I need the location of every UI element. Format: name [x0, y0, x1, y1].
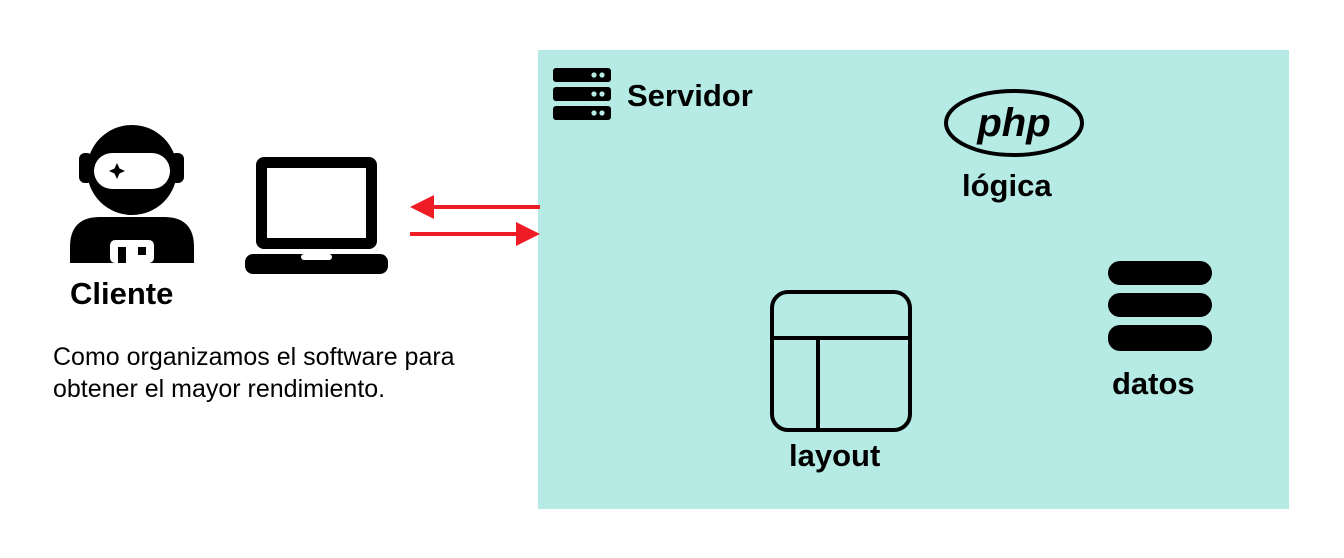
database-icon: [1108, 255, 1212, 355]
laptop-icon: [245, 157, 388, 274]
data-label: datos: [1112, 366, 1195, 401]
client-label: Cliente: [70, 276, 174, 311]
logic-label: lógica: [962, 168, 1052, 203]
svg-text:php: php: [976, 101, 1050, 145]
server-rack-icon: [553, 68, 611, 120]
astronaut-icon: [70, 125, 196, 263]
layout-icon: [770, 290, 912, 432]
description-line-2: obtener el mayor rendimiento.: [53, 375, 386, 403]
description-line-1: Como organizamos el software para: [53, 343, 455, 371]
layout-label: layout: [789, 438, 881, 473]
php-logo: php: [943, 88, 1085, 158]
server-label: Servidor: [627, 78, 753, 113]
request-response-arrows: [408, 190, 540, 250]
